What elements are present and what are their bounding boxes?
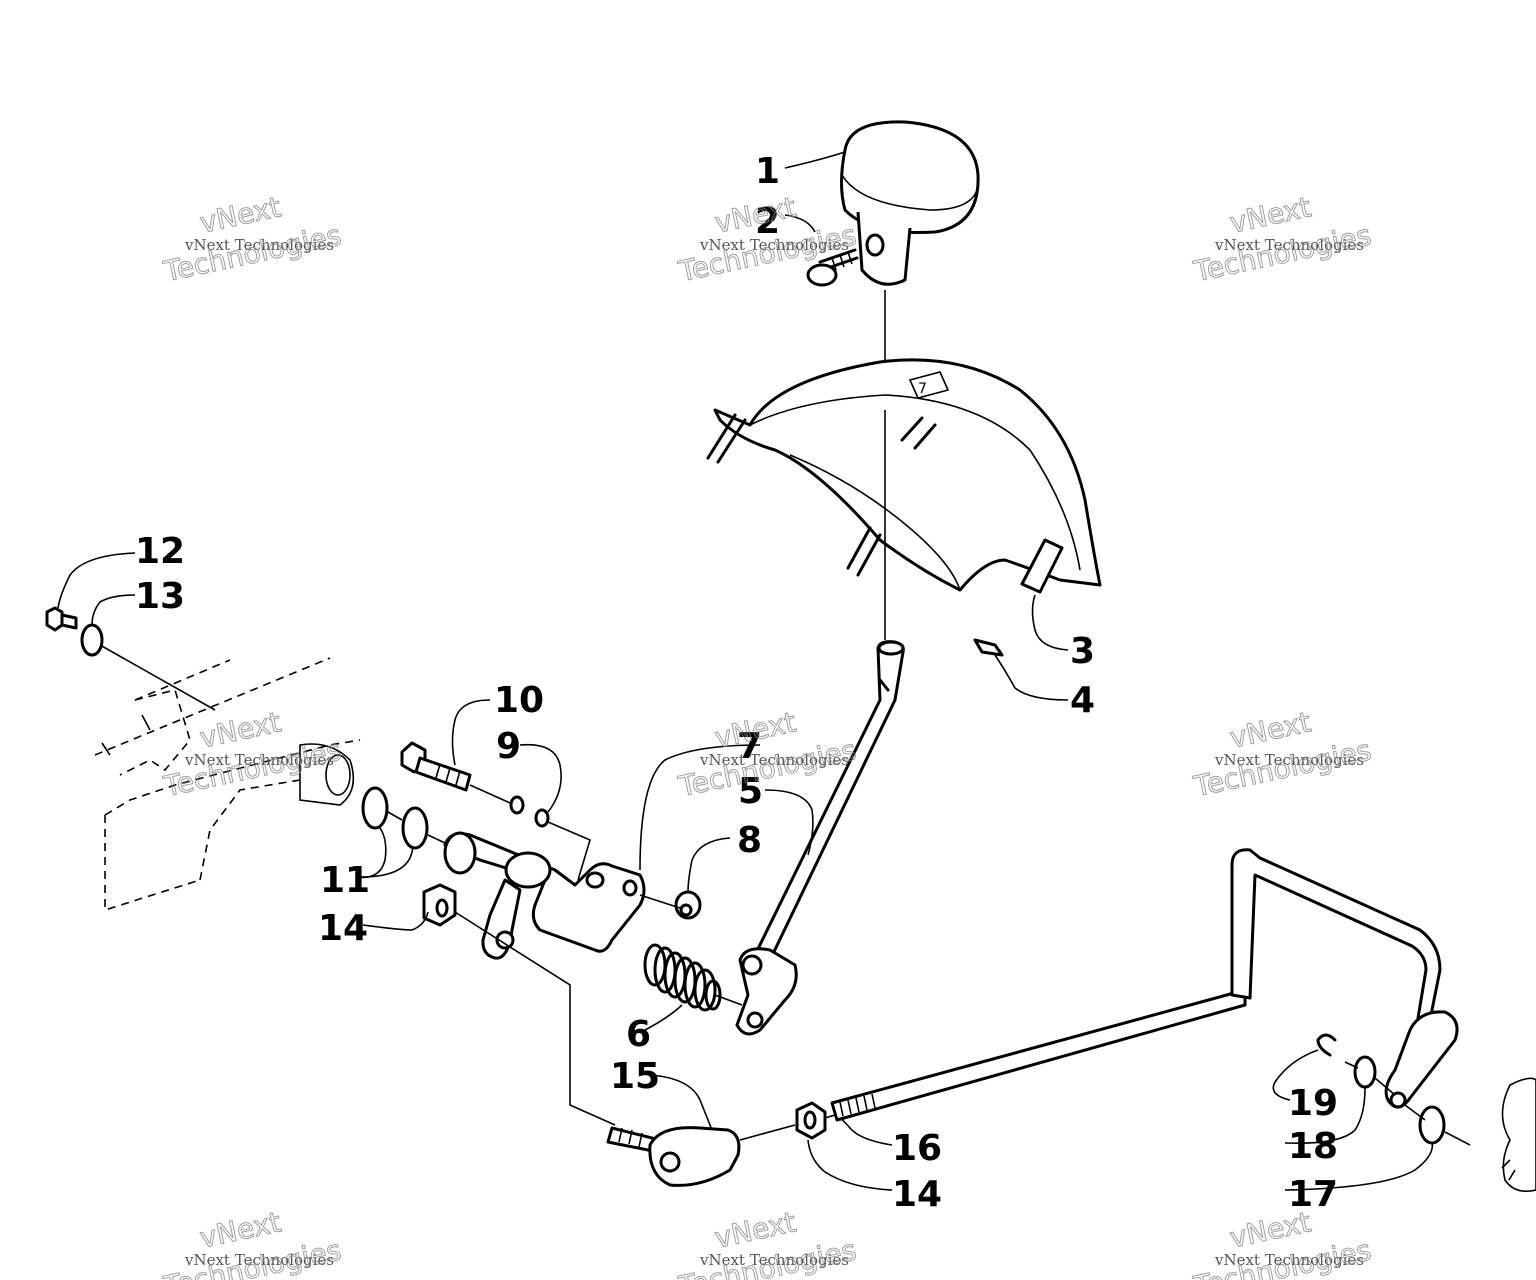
linkage-end-plate xyxy=(1384,1010,1459,1109)
svg-text:vNext Technologies: vNext Technologies xyxy=(1214,1251,1364,1269)
clip-part-4 xyxy=(973,638,1004,657)
callout-14-left: 14 xyxy=(318,908,368,949)
callout-5: 5 xyxy=(738,771,763,812)
callout-8: 8 xyxy=(737,820,762,861)
rod-end-part-15 xyxy=(606,1126,741,1187)
callout-11: 11 xyxy=(320,860,370,901)
callout-7: 7 xyxy=(737,726,762,767)
callout-18: 18 xyxy=(1288,1126,1338,1167)
watermark-bottom-left: vNext vNext Technologies Technologies xyxy=(160,1205,345,1280)
callout-4: 4 xyxy=(1070,680,1095,721)
callout-3: 3 xyxy=(1070,631,1095,672)
svg-text:vNext Technologies: vNext Technologies xyxy=(1214,236,1364,254)
nut-part-14-left xyxy=(422,883,457,927)
watermark-top-right: vNext vNext Technologies Technologies xyxy=(1190,190,1375,289)
callout-6: 6 xyxy=(626,1014,651,1055)
screw-part-2 xyxy=(806,248,859,287)
bolt-part-12 xyxy=(45,606,78,632)
callout-15: 15 xyxy=(610,1056,660,1097)
svg-text:7: 7 xyxy=(918,381,927,397)
bolt-part-10 xyxy=(400,741,472,792)
knob-part-1 xyxy=(840,120,980,286)
watermark-bottom-center: vNext vNext Technologies Technologies xyxy=(675,1205,860,1280)
pivot-bracket-part-7 xyxy=(443,831,646,960)
svg-text:vNext Technologies: vNext Technologies xyxy=(1214,751,1364,769)
washers-part-9 xyxy=(509,795,550,828)
watermark-top-left: vNext vNext Technologies Technologies xyxy=(160,190,345,289)
shift-lever-part-5 xyxy=(735,640,905,1036)
callout-16: 16 xyxy=(892,1128,942,1169)
rod-part-16 xyxy=(830,848,1442,1122)
callout-2: 2 xyxy=(755,201,780,242)
axis-line-spring xyxy=(714,994,743,1006)
callout-9: 9 xyxy=(496,726,521,767)
spring-part-6 xyxy=(643,943,722,1012)
callout-12: 12 xyxy=(135,531,185,572)
shift-cover: 7 xyxy=(706,358,1102,594)
side-bracket xyxy=(1501,1077,1536,1193)
callout-19: 19 xyxy=(1288,1083,1338,1124)
callout-1: 1 xyxy=(755,151,780,192)
callout-17: 17 xyxy=(1288,1174,1338,1215)
clip-part-19 xyxy=(1316,1033,1337,1057)
watermark-mid-right: vNext vNext Technologies Technologies xyxy=(1190,705,1375,804)
svg-text:vNext Technologies: vNext Technologies xyxy=(699,1251,849,1269)
callout-14-right: 14 xyxy=(892,1174,942,1215)
washer-part-18 xyxy=(1353,1055,1377,1089)
nut-part-8 xyxy=(674,890,702,920)
svg-text:vNext Technologies: vNext Technologies xyxy=(184,751,334,769)
o-rings-part-11 xyxy=(361,786,429,850)
svg-text:vNext Technologies: vNext Technologies xyxy=(699,236,849,254)
svg-text:vNext Technologies: vNext Technologies xyxy=(184,1251,334,1269)
svg-text:vNext Technologies: vNext Technologies xyxy=(699,751,849,769)
callout-10: 10 xyxy=(494,680,544,721)
leader-lines xyxy=(57,151,1434,1191)
watermark-bottom-right: vNext vNext Technologies Technologies xyxy=(1190,1205,1375,1280)
svg-text:vNext Technologies: vNext Technologies xyxy=(184,236,334,254)
callout-13: 13 xyxy=(135,576,185,617)
washer-part-13 xyxy=(80,623,104,657)
washer-part-17 xyxy=(1418,1105,1446,1145)
frame-outline xyxy=(94,657,361,912)
nut-part-14-right xyxy=(795,1101,827,1140)
